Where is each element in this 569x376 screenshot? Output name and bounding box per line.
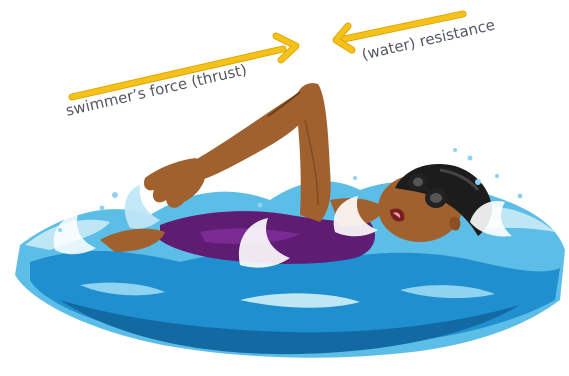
- swimmer: [100, 83, 492, 264]
